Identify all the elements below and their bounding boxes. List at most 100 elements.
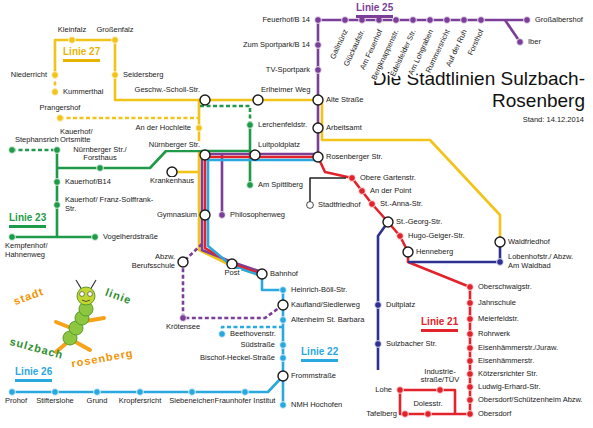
stop-dot bbox=[180, 315, 187, 322]
stop-dot bbox=[369, 201, 376, 208]
line-swatch bbox=[63, 59, 100, 62]
route-line bbox=[12, 149, 57, 152]
stop-dot bbox=[247, 122, 254, 129]
stop-dot bbox=[467, 358, 474, 365]
stop-name: Kleinfalz bbox=[57, 26, 87, 35]
stop-dot bbox=[54, 179, 61, 186]
route-line bbox=[505, 20, 520, 42]
stop-dot bbox=[69, 37, 76, 44]
stop-name: Waldfriedhof bbox=[507, 238, 551, 247]
logo-lettering: stadt bbox=[11, 285, 47, 308]
route-line bbox=[202, 20, 527, 272]
stop-name: Jahnschule bbox=[477, 299, 517, 308]
stop-dot bbox=[97, 165, 104, 172]
stop-dot bbox=[315, 42, 322, 49]
stop-dot bbox=[9, 234, 16, 241]
stop-name: Niederricht bbox=[10, 71, 48, 80]
stop-name: Rosenberger Str. bbox=[325, 153, 384, 162]
stop-name: Kauerhof/ Ortsmitte bbox=[59, 128, 111, 145]
route-line bbox=[183, 244, 283, 318]
stop-dot bbox=[467, 384, 474, 391]
interchange-stop bbox=[200, 95, 210, 105]
stop-dot bbox=[461, 17, 468, 24]
interchange-stop bbox=[278, 300, 288, 310]
stop-name: Rohrwerk bbox=[477, 330, 511, 339]
stop-name: Bischof-Heckel-Straße bbox=[199, 354, 276, 363]
stop-name: Oberschwaigstr. bbox=[477, 283, 533, 292]
interchange-stop bbox=[313, 152, 323, 162]
stop-name: Zum Sportpark/B 14 bbox=[242, 41, 311, 50]
stop-name: Stifterslohe bbox=[35, 397, 75, 406]
stop-dot bbox=[342, 17, 349, 24]
line-name: Linie 27 bbox=[63, 46, 100, 57]
stop-dot bbox=[410, 17, 417, 24]
logo-lettering: linie bbox=[103, 285, 135, 307]
stop-dot bbox=[57, 115, 64, 122]
stop-dot bbox=[397, 233, 404, 240]
stop-name: Fraunhofer Institut bbox=[214, 397, 277, 406]
stop-dot bbox=[9, 147, 16, 154]
stop-name: Meierfeldstr. bbox=[477, 315, 520, 324]
line-name: Linie 21 bbox=[421, 316, 458, 327]
stop-name: Luitpoldplatz bbox=[257, 141, 301, 150]
stop-dot bbox=[467, 316, 474, 323]
stop-dot bbox=[437, 387, 444, 394]
interchange-stop bbox=[253, 95, 263, 105]
stop-name: Ludwig-Erhard-Str. bbox=[477, 383, 542, 392]
stop-name: Seidersberg bbox=[122, 71, 164, 80]
stop-dot bbox=[242, 389, 249, 396]
stop-name: Prohof bbox=[4, 397, 28, 406]
stop-dot bbox=[517, 39, 524, 46]
route-line bbox=[57, 236, 95, 239]
stop-dot bbox=[315, 17, 322, 24]
stop-name: Post bbox=[223, 269, 240, 278]
stop-name: Stephansricht bbox=[14, 136, 62, 145]
interchange-stop bbox=[495, 237, 505, 247]
interchange-stop bbox=[178, 257, 188, 267]
stop-dot bbox=[247, 182, 254, 189]
stop-dot bbox=[349, 175, 356, 182]
stop-name: Krankenhaus bbox=[149, 177, 195, 186]
route-line bbox=[249, 125, 252, 151]
stop-name: Großalbershof bbox=[534, 16, 584, 25]
stop-name: Hugo-Geiger-Str. bbox=[407, 232, 466, 241]
stop-dot bbox=[307, 202, 314, 209]
mascot-eye bbox=[80, 292, 85, 297]
stop-name: Dultplatz bbox=[385, 301, 416, 310]
stop-name: Dolesstr. bbox=[412, 400, 443, 409]
stop-name: Prangershof bbox=[39, 104, 82, 113]
stop-dot bbox=[94, 389, 101, 396]
line-name: Linie 25 bbox=[356, 2, 393, 13]
stop-dot bbox=[219, 212, 226, 219]
stop-dot bbox=[359, 188, 366, 195]
stop-name: An der Hochleite bbox=[135, 124, 192, 133]
stop-name: Großenfalz bbox=[95, 26, 134, 35]
stop-name: Heinrich-Böll-Str. bbox=[290, 286, 348, 295]
caterpillar bbox=[56, 280, 104, 352]
mascot-eye bbox=[88, 292, 93, 297]
line-swatch bbox=[421, 329, 458, 332]
line-name: Linie 22 bbox=[301, 346, 338, 357]
stop-dot bbox=[189, 389, 196, 396]
stop-name: Vogelherdstraße bbox=[102, 233, 159, 242]
stop-name: Altenheim St. Barbara bbox=[290, 316, 365, 325]
stop-dot bbox=[92, 234, 99, 241]
stop-dot bbox=[467, 345, 474, 352]
stop-name: Südstraße bbox=[239, 341, 276, 350]
stop-name: TV-Sportpark bbox=[265, 66, 311, 75]
stop-name: Krötensee bbox=[165, 323, 201, 332]
stop-name: Industrie- straße/TÜV bbox=[416, 368, 464, 385]
stop-dot bbox=[467, 331, 474, 338]
stop-dot bbox=[112, 37, 119, 44]
stop-name: Eisenhämmerstr. bbox=[477, 357, 535, 366]
stop-name: Grund bbox=[86, 397, 109, 406]
line-swatch bbox=[301, 359, 338, 362]
stop-dot bbox=[196, 125, 203, 132]
interchange-stop bbox=[200, 210, 210, 220]
interchange-stop bbox=[200, 150, 210, 160]
stop-name: Beethovenstr. bbox=[229, 330, 277, 339]
route-line bbox=[221, 154, 224, 215]
stop-name: Lerchenfeldstr. bbox=[257, 121, 308, 130]
route-line bbox=[208, 160, 318, 405]
